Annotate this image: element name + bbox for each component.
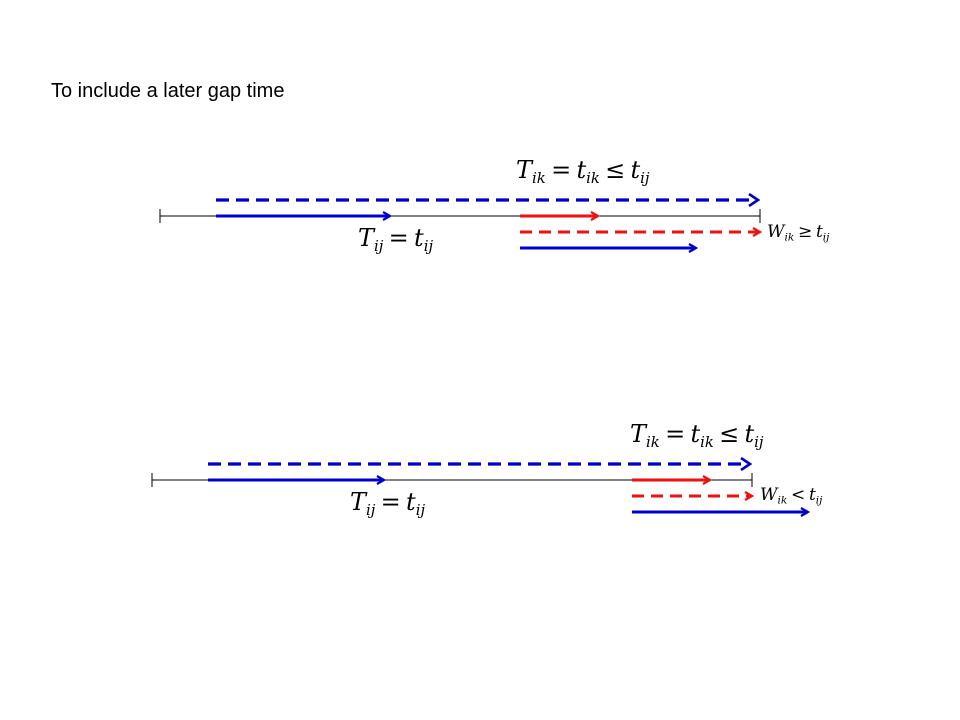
condition-label: Wik<tij bbox=[760, 485, 823, 507]
equation-upper: Tik=tik≤tij bbox=[516, 156, 650, 188]
panel-1 bbox=[159, 200, 760, 248]
equation-upper: Tik=tik≤tij bbox=[630, 420, 764, 452]
condition-label: Wik≥tij bbox=[767, 222, 830, 244]
equation-lower: Tij=tij bbox=[350, 488, 426, 520]
panel-2 bbox=[151, 464, 808, 512]
slide-title: To include a later gap time bbox=[51, 80, 285, 102]
equation-lower: Tij=tij bbox=[358, 224, 434, 256]
